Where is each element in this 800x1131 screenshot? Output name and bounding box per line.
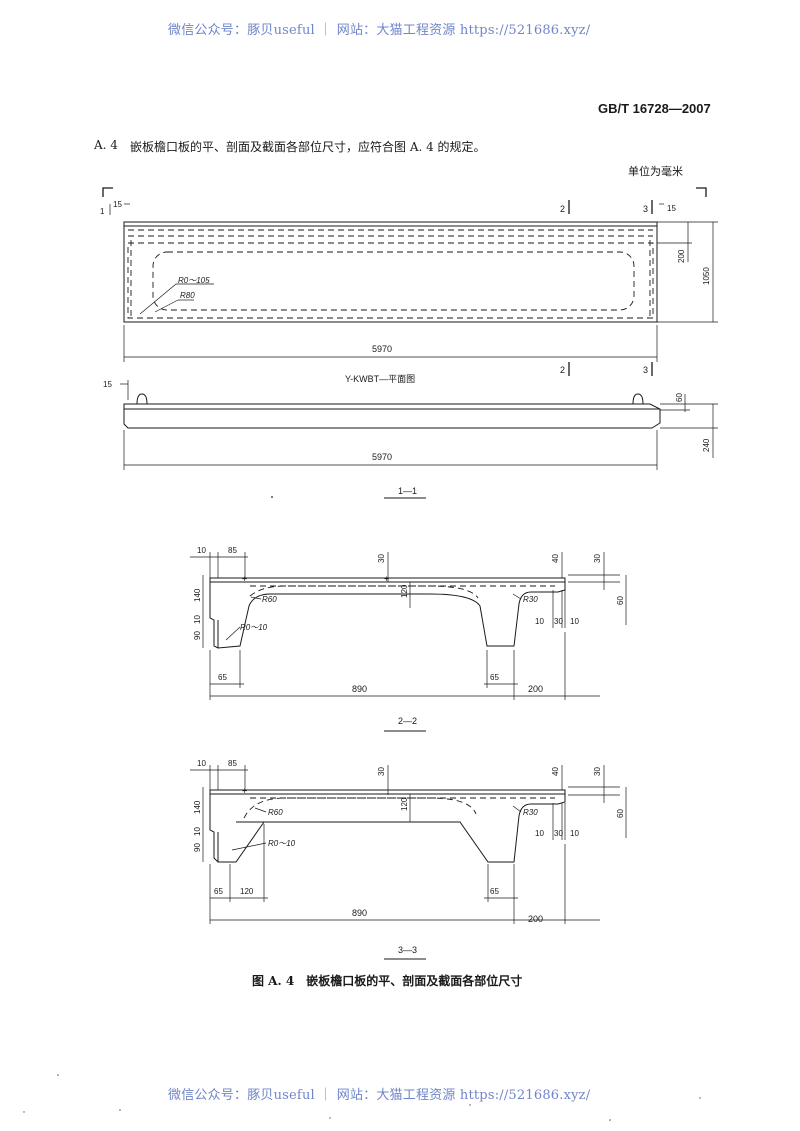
s33-title: 3—3: [398, 945, 417, 955]
s11-dim-rib-height: 60: [675, 393, 684, 402]
s11-section-label-2: 2: [560, 365, 565, 375]
s33-dim-lip-top: 40: [551, 767, 560, 776]
s33-radius-left: R60: [268, 808, 283, 817]
section-mark-1-top-right: [696, 187, 707, 197]
s11-dim-total-height: 240: [702, 438, 711, 452]
s22-dim-lip-a: 10: [535, 617, 544, 626]
plan-dim-right-offset: 15: [667, 204, 676, 213]
plan-radius-outer: R0～105: [178, 276, 210, 285]
s33-section-outline: [209, 789, 566, 863]
watermark-top: 微信公众号：豚贝useful ｜ 网站：大猫工程资源 https://52168…: [168, 23, 591, 38]
plan-outline: [123, 221, 658, 323]
s11-dim-length: 5970: [372, 452, 392, 462]
figure-caption: 图 A. 4 嵌板檐口板的平、剖面及截面各部位尺寸: [252, 974, 523, 988]
s33-dim-left-gap: 10: [197, 759, 206, 768]
s22-dim-lip-b: 30: [554, 617, 563, 626]
watermark-bottom: 微信公众号：豚贝useful ｜ 网站：大猫工程资源 https://52168…: [168, 1088, 591, 1103]
s11-title: 1—1: [398, 486, 417, 496]
s22-dim-lip-top: 40: [551, 554, 560, 563]
plan-section-label-2: 2: [560, 204, 565, 214]
s22-dim-cantilever: 200: [528, 684, 543, 694]
s33-dim-edge-height: 60: [616, 809, 625, 818]
s22-radius-left: R60: [262, 595, 277, 604]
plan-section-label-1: 1: [100, 207, 105, 216]
plan-title: Y-KWBT—平面图: [345, 374, 415, 384]
plan-section-label-3: 3: [643, 204, 648, 214]
s22-dim-edge-height: 60: [616, 596, 625, 605]
s33-dim-rib-upper: 140: [193, 800, 202, 814]
plan-dim-edge-band: 200: [677, 249, 686, 263]
svg-text:+: +: [384, 574, 389, 584]
plan-view: 1 15 2 3 15 R0～105 R80: [100, 187, 718, 384]
unit-note: 单位为毫米: [628, 165, 683, 178]
svg-text:+: +: [242, 786, 247, 796]
s33-dim-span: 890: [352, 908, 367, 918]
s22-section-outline: [209, 577, 566, 649]
standard-number: GB/T 16728—2007: [598, 101, 711, 116]
s33-dim-foot-right: 65: [490, 887, 499, 896]
s22-title: 2—2: [398, 716, 417, 726]
s11-dim-left-offset: 15: [103, 380, 112, 389]
s22-dim-inner-height: 120: [400, 584, 409, 598]
plan-inner-panel: [152, 251, 635, 311]
plan-dim-length: 5970: [372, 344, 392, 354]
s22-dim-span: 890: [352, 684, 367, 694]
s33-dim-edge-top: 30: [593, 767, 602, 776]
s33-dim-top-offset: 85: [228, 759, 237, 768]
lifting-lug-right: [632, 393, 644, 405]
s33-dim-lip-b: 30: [554, 829, 563, 838]
s22-radius-fillet: R0～10: [240, 623, 268, 632]
s33-dim-lip-c: 10: [570, 829, 579, 838]
s22-dim-lip-c: 10: [570, 617, 579, 626]
lifting-lug-left: [136, 393, 148, 405]
s33-dim-rib-lower: 90: [193, 843, 202, 852]
s11-section-label-3: 3: [643, 365, 648, 375]
plan-radius-inner: R80: [180, 291, 195, 300]
section-2-2-view: 10 85 30 40 30 60 140 10 90 + + 120 R60: [190, 546, 627, 732]
s22-dim-rib-upper: 140: [193, 588, 202, 602]
s11-slab-outline: [123, 403, 661, 429]
s33-radius-right: R30: [523, 808, 538, 817]
s33-dim-inner-height: 120: [400, 797, 409, 811]
s22-dim-top-slab: 30: [377, 554, 386, 563]
s33-dim-lip-a: 10: [535, 829, 544, 838]
s22-radius-right: R30: [523, 595, 538, 604]
s33-radius-fillet: R0～10: [268, 839, 296, 848]
plan-dim-left-offset: 15: [113, 200, 122, 209]
clause-text: 嵌板檐口板的平、剖面及截面各部位尺寸，应符合图 A. 4 的规定。: [130, 140, 486, 154]
s33-dim-rib-mid: 10: [193, 827, 202, 836]
s22-dim-foot-left: 65: [218, 673, 227, 682]
s22-dim-rib-mid: 10: [193, 615, 202, 624]
s33-dim-top-slab: 30: [377, 767, 386, 776]
s22-dim-edge-top: 30: [593, 554, 602, 563]
svg-text:+: +: [242, 574, 247, 584]
section-1-1-view: 15 2 3 60 240 5970 1—1: [103, 362, 718, 499]
plan-dim-width: 1050: [702, 267, 711, 285]
s22-dim-foot-right: 65: [490, 673, 499, 682]
s33-dim-haunch: 120: [240, 887, 254, 896]
s33-dim-foot-left: 65: [214, 887, 223, 896]
scan-specks: [23, 496, 701, 1121]
s22-dim-left-gap: 10: [197, 546, 206, 555]
s22-dim-rib-lower: 90: [193, 631, 202, 640]
section-mark-1-top: [102, 187, 113, 197]
clause-number: A. 4: [94, 138, 118, 152]
s33-dim-cantilever: 200: [528, 914, 543, 924]
s22-dim-top-offset: 85: [228, 546, 237, 555]
section-3-3-view: 10 85 30 40 30 60 140 10 90 + 120 R60: [190, 759, 627, 960]
